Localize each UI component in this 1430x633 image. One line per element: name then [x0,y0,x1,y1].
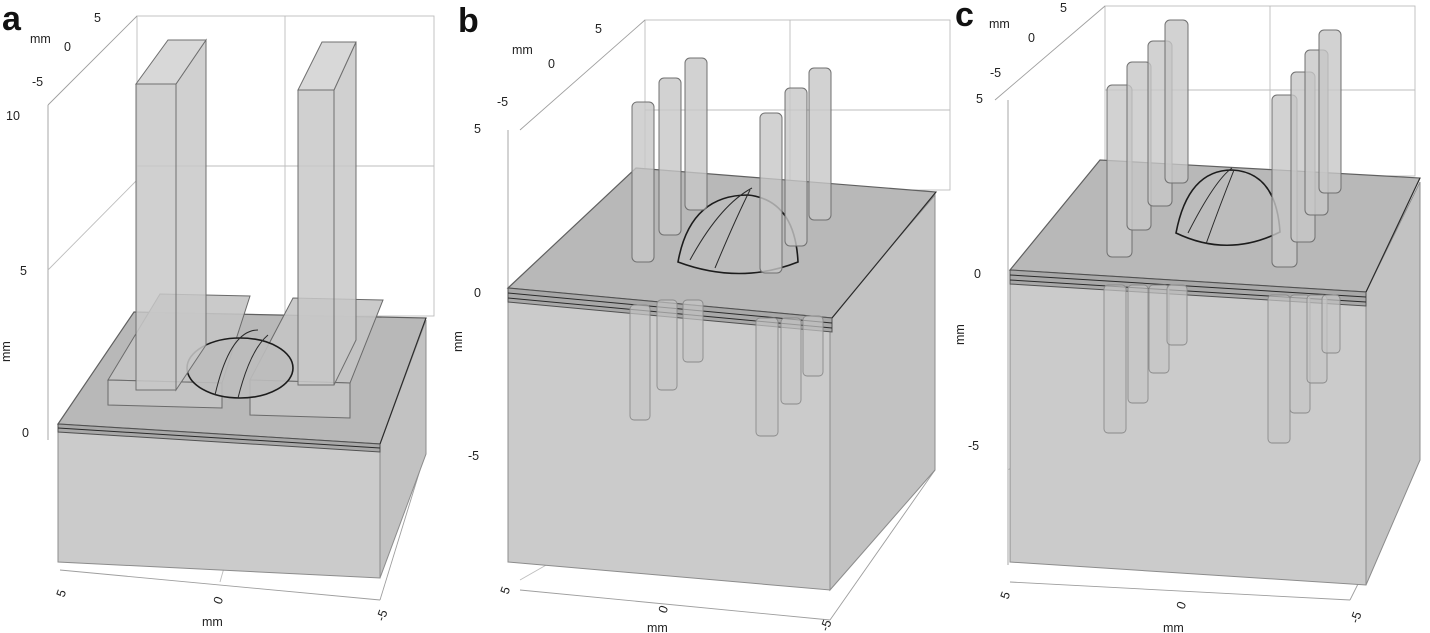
panel-a-vertical-tick-3: 0 [22,426,29,440]
panel-c-top-tick-1: 5 [1060,1,1067,15]
panel-c-bottom-tick-1: 5 [998,590,1014,601]
panel-c-droplet [1175,167,1281,246]
panel-b-letter: b [458,2,479,40]
panel-b-bottom-tick-2: 0 [656,604,672,615]
panel-b-bottom-tick-1: 5 [498,585,514,596]
panel-b-rods-below [629,299,824,437]
panel-c-rods [1106,19,1342,268]
panel-c-vertical-tick-1: 5 [976,92,983,106]
panel-c-top-tick-3: -5 [990,66,1001,80]
panel-a-bottom-tick-3: -5 [374,608,391,623]
panel-a-bottom-tick-2: 0 [211,595,227,606]
panel-c-top-axis-label: mm [989,17,1010,31]
panel-a-vertical-tick-1: 10 [6,109,20,123]
panel-b-top-tick-2: 0 [548,57,555,71]
panel-a-vertical-tick-2: 5 [20,264,27,278]
panel-c: c mm 5 0 -5 5 0 -5 mm 5 0 -5 mm [953,0,1421,633]
panel-a-pillar-left [135,38,207,392]
panel-a-top-tick-3: -5 [32,75,43,89]
panel-a-letter: a [2,0,22,38]
panel-b-vertical-axis-label: mm [451,331,465,352]
panel-b-top-axis-label: mm [512,43,533,57]
panel-b-bottom-tick-3: -5 [818,618,835,633]
panel-b-top-tick-3: -5 [497,95,508,109]
panel-a-bottom-tick-1: 5 [54,588,70,599]
panel-c-rods-below [1103,284,1341,444]
panel-c-vertical-tick-3: -5 [968,439,979,453]
panel-a-top-tick-2: 0 [64,40,71,54]
panel-a-vertical-axis-label: mm [0,341,13,362]
panel-c-vertical-axis-label: mm [953,324,967,345]
panel-b-top-tick-1: 5 [595,22,602,36]
panel-a-top-axis-label: mm [30,32,51,46]
panel-a: a mm 5 0 -5 10 5 0 mm 5 0 -5 mm [0,0,435,629]
panel-c-bottom-axis-label: mm [1163,621,1184,633]
panel-b-vertical-tick-2: 0 [474,286,481,300]
panel-b-vertical-tick-1: 5 [474,122,481,136]
panel-b-bottom-axis-label: mm [647,621,668,633]
panel-c-letter: c [955,0,974,34]
panel-c-vertical-tick-2: 0 [974,267,981,281]
panel-c-bottom-tick-3: -5 [1348,610,1365,625]
panel-c-bottom-tick-2: 0 [1174,600,1190,611]
panel-b-rods [631,57,832,274]
panel-b: b mm 5 0 -5 5 0 -5 mm 5 0 -5 mm [451,2,951,633]
panel-a-bottom-axis-label: mm [202,615,223,629]
panel-a-top-tick-1: 5 [94,11,101,25]
panel-c-top-tick-2: 0 [1028,31,1035,45]
panel-a-pillar-right [297,41,357,386]
panel-b-vertical-tick-3: -5 [468,449,479,463]
